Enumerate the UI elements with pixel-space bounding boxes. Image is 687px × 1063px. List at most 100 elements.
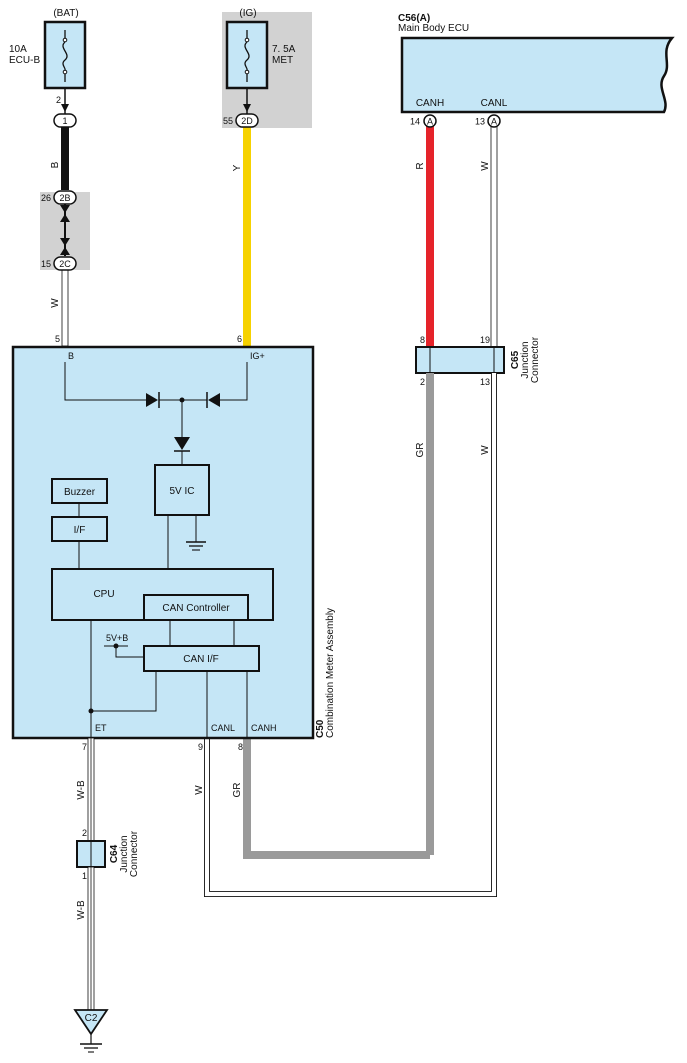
connector-2d-id: 2D <box>241 116 253 126</box>
arrow-2c-down <box>60 238 70 246</box>
ig-label: (IG) <box>239 8 256 19</box>
connector-1-id: 1 <box>62 116 67 126</box>
connector-2b-id: 2B <box>59 193 70 203</box>
ig-fuse-name: MET <box>272 55 293 66</box>
connector-2b-pin: 26 <box>41 193 51 203</box>
svg-text:Junction: Junction <box>119 835 130 872</box>
c65-label: C65 Junction Connector <box>510 336 541 383</box>
meter-label-b: B <box>68 351 74 361</box>
wire-wb-lower-label: W-B <box>76 900 87 920</box>
connector-1 <box>53 113 77 128</box>
c64-pin-bot: 1 <box>82 871 87 881</box>
svg-text:W: W <box>50 298 61 308</box>
svg-text:Combination Meter Assembly: Combination Meter Assembly <box>325 608 336 738</box>
wire-r-label: R <box>415 162 426 169</box>
canif-to-et <box>91 671 157 712</box>
wire-w-meter-label: W <box>194 785 205 795</box>
arrow-2b-up <box>60 214 70 222</box>
connector-2c-pin: 15 <box>41 259 51 269</box>
wire-w-bat-label: W <box>50 298 61 308</box>
ic-5v-label: 5V IC <box>169 486 194 497</box>
ig-pin-arrow <box>243 104 251 112</box>
svg-text:Connector: Connector <box>129 830 140 877</box>
wire-y-yellow <box>243 127 251 347</box>
ecu-canl-pin: 13 <box>475 117 485 127</box>
et-junction-dot <box>88 708 94 714</box>
c64-pin-top: 2 <box>82 828 87 838</box>
svg-text:R: R <box>415 162 426 169</box>
svg-text:W-B: W-B <box>76 900 87 920</box>
can-controller-label: CAN Controller <box>162 603 230 614</box>
meter-pin-et: 7 <box>82 742 87 752</box>
ground-icon <box>80 1043 102 1053</box>
ig-fuse-rating: 7. 5A <box>272 44 296 55</box>
meter-b-line <box>64 362 146 401</box>
bat-label: (BAT) <box>53 8 78 19</box>
ecu-canl-conn-id: A <box>491 117 497 127</box>
can-controller-box <box>143 594 249 621</box>
bat-fuse-rating: 10A <box>9 44 27 55</box>
ecu-canh-label: CANH <box>416 98 444 109</box>
ground-id: C2 <box>85 1013 98 1024</box>
wire-r-red <box>426 126 434 348</box>
svg-text:C65: C65 <box>510 350 521 369</box>
c64-label: C64 Junction Connector <box>109 830 140 877</box>
svg-text:Junction: Junction <box>520 341 531 378</box>
wire-gr-loop <box>243 738 430 859</box>
if-label: I/F <box>74 525 86 536</box>
wire-w-ecu-label: W <box>480 161 491 171</box>
svg-text:W-B: W-B <box>76 780 87 800</box>
bat-fuse-name: ECU-B <box>9 55 40 66</box>
svg-text:W: W <box>480 445 491 455</box>
meter-label: C50 Combination Meter Assembly <box>315 608 336 738</box>
meter-label-et: ET <box>95 723 107 733</box>
ic-5v-box <box>154 464 210 516</box>
buzzer-label: Buzzer <box>64 487 96 498</box>
meter-ig-line <box>220 362 248 401</box>
meter-label-canl: CANL <box>211 723 235 733</box>
ecu-canh-conn-id: A <box>427 117 433 127</box>
connector-2d <box>235 113 259 128</box>
can-if-box <box>143 645 260 672</box>
ecu-name: Main Body ECU <box>398 23 469 34</box>
can-if-label: CAN I/F <box>183 654 219 665</box>
c65-pin-bot-right: 13 <box>480 377 490 387</box>
wire-gr-c65 <box>426 373 434 855</box>
meter-pin-ig: 6 <box>237 334 242 344</box>
ecu-canh-pin: 14 <box>410 117 420 127</box>
wire-b-label: B <box>50 161 61 168</box>
wire-w-ecu <box>490 125 498 349</box>
svg-text:W: W <box>194 785 205 795</box>
connector-2b <box>53 190 77 205</box>
ecu-canh-connector <box>423 114 437 128</box>
arrow-2b-down <box>60 205 70 213</box>
svg-text:GR: GR <box>232 783 243 798</box>
wire-wb-upper-label: W-B <box>76 780 87 800</box>
bat-fuse-icon <box>62 30 68 82</box>
meter-pin-b: 5 <box>55 334 60 344</box>
wire-y-label: Y <box>232 164 243 171</box>
wire-w-loop-inner <box>204 373 497 897</box>
v5b-label: 5V+B <box>106 633 128 643</box>
meter-label-canh: CANH <box>251 723 277 733</box>
ecu-canl-connector <box>487 114 501 128</box>
svg-text:Y: Y <box>232 164 243 171</box>
svg-text:W: W <box>480 161 491 171</box>
ecu-canl-label: CANL <box>481 98 508 109</box>
ecu-box <box>400 36 675 114</box>
svg-text:C64: C64 <box>109 844 120 863</box>
v5b-to-canif <box>115 646 144 658</box>
svg-text:C50: C50 <box>315 719 326 738</box>
svg-text:B: B <box>50 161 61 168</box>
c65-pin-top-right: 19 <box>480 335 490 345</box>
connector-2c <box>53 256 77 271</box>
wire-w-c65-label: W <box>480 445 491 455</box>
meter-pin-canh: 8 <box>238 742 243 752</box>
bat-pin-arrow <box>61 104 69 112</box>
meter-box <box>11 345 315 740</box>
c65-pin-bot-left: 2 <box>420 377 425 387</box>
connector-2d-pin: 55 <box>223 116 233 126</box>
connector-2c-id: 2C <box>59 259 71 269</box>
meter-pin-canl: 9 <box>198 742 203 752</box>
